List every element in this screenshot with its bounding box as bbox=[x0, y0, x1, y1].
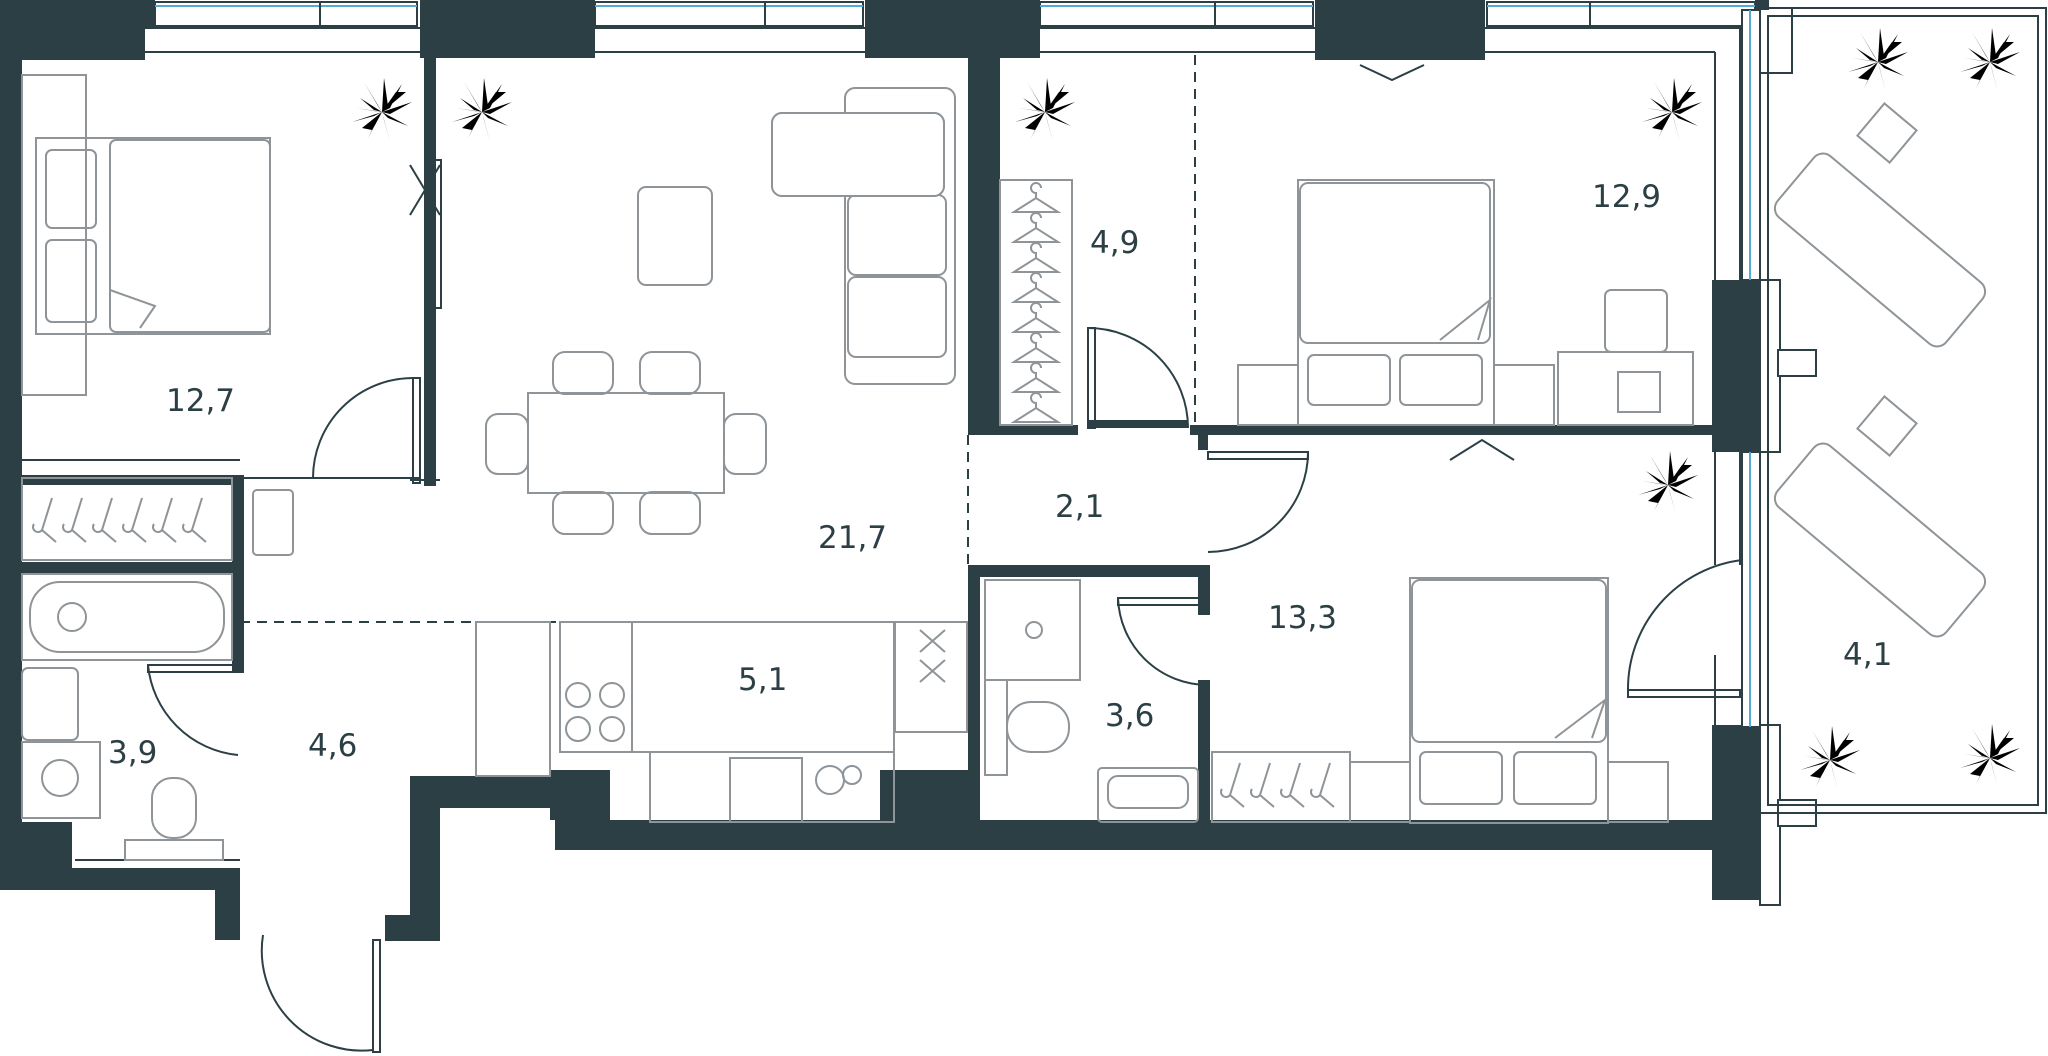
furniture-bedroom-left bbox=[21, 74, 271, 561]
area-label-hall: 4,6 bbox=[308, 728, 357, 764]
walls bbox=[0, 0, 1769, 941]
area-label-bedroom-left: 12,7 bbox=[166, 383, 235, 419]
furniture-living bbox=[252, 87, 956, 556]
doors bbox=[147, 64, 1743, 1053]
furniture-wardrobe bbox=[999, 179, 1073, 426]
furniture-bedroom-top-right bbox=[1237, 179, 1694, 426]
area-label-corridor: 2,1 bbox=[1055, 489, 1104, 525]
furniture-bedroom-bottom-right bbox=[1211, 577, 1669, 824]
area-label-bedroom-top-right: 12,9 bbox=[1592, 179, 1661, 215]
furniture-kitchen bbox=[475, 621, 968, 823]
area-label-wardrobe: 4,9 bbox=[1090, 225, 1139, 261]
zone-separators bbox=[240, 55, 1196, 623]
area-label-bathroom: 3,9 bbox=[108, 735, 157, 771]
area-label-kitchen: 5,1 bbox=[738, 662, 787, 698]
area-label-toilet: 3,6 bbox=[1105, 698, 1154, 734]
area-label-bedroom-bottom-right: 13,3 bbox=[1268, 600, 1337, 636]
room-labels: 12,7 21,7 4,9 12,9 2,1 13,3 5,1 4,6 3,9 … bbox=[108, 179, 1892, 771]
balcony-outline bbox=[1759, 7, 2047, 814]
hangers-bedroom-left bbox=[32, 497, 207, 543]
sun-lounger bbox=[1773, 102, 1987, 638]
area-label-balcony: 4,1 bbox=[1843, 637, 1892, 673]
furniture-bath bbox=[21, 573, 1199, 861]
area-label-living-kitchen: 21,7 bbox=[818, 520, 887, 556]
